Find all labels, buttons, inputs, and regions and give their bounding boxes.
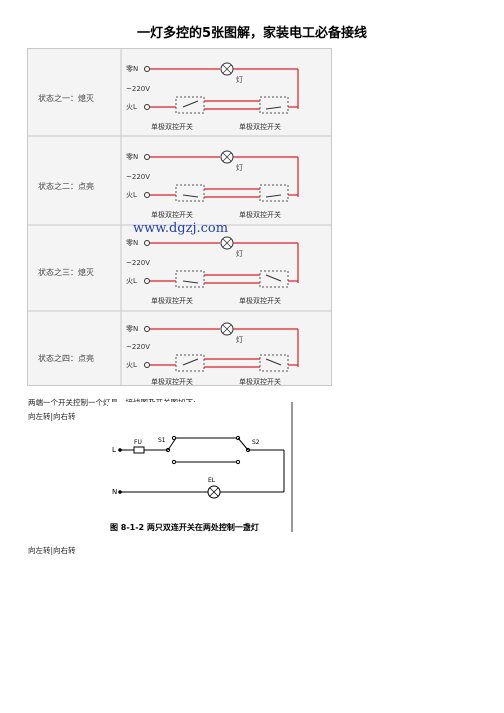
switch-1-icon xyxy=(175,96,205,114)
voltage-label: ~220V xyxy=(126,343,150,351)
label-EL: EL xyxy=(208,477,216,484)
state-row-1: 状态之一：熄灭 零N 灯 ~220V 火L 单极双控开关 单极双控开关 xyxy=(38,62,299,131)
label-S1: S1 xyxy=(158,437,166,444)
label-N: N xyxy=(112,488,117,496)
switch-label-1: 单极双控开关 xyxy=(151,210,193,219)
fuse-icon xyxy=(133,446,145,454)
lamp-label: 灯 xyxy=(236,249,243,258)
live-label: 火L xyxy=(126,103,137,111)
figure-caption: 图 8-1-2 两只双连开关在两处控制一盏灯 xyxy=(110,522,259,532)
neutral-label: 零N xyxy=(126,65,138,73)
switch-1-icon xyxy=(175,184,205,202)
two-way-switch-schematic: L FU S1 S2 N EL 图 8-1-2 两只双连开关在两处控制一盏灯 xyxy=(108,402,298,532)
switch-1-icon xyxy=(175,270,205,288)
page-title: 一灯多控的5张图解，家装电工必备接线 xyxy=(136,26,368,41)
watermark-text: www.dgzj.com xyxy=(133,221,228,236)
switch-2-icon xyxy=(259,184,289,202)
neutral-label: 零N xyxy=(126,325,138,333)
state-row-2: 状态之二：点亮 零N 灯 ~220V 火L 单极双控开关 单极双控开关 xyxy=(38,150,299,219)
neutral-label: 零N xyxy=(126,239,138,247)
switch-label-2: 单极双控开关 xyxy=(239,210,281,219)
caption-rotate-1: 向左转|向右转 xyxy=(28,412,76,421)
live-label: 火L xyxy=(126,361,137,369)
state-label: 状态之一：熄灭 xyxy=(38,93,94,103)
switch-2-icon xyxy=(259,354,289,372)
label-L: L xyxy=(112,446,116,454)
caption-rotate-2: 向左转|向右转 xyxy=(28,546,76,555)
voltage-label: ~220V xyxy=(126,173,150,181)
switch-label-1: 单极双控开关 xyxy=(151,122,193,131)
switch-label-2: 单极双控开关 xyxy=(239,122,281,131)
switch-2-icon xyxy=(259,96,289,114)
state-label: 状态之二：点亮 xyxy=(38,181,94,191)
label-FU: FU xyxy=(134,439,142,446)
switch-label-1: 单极双控开关 xyxy=(151,296,193,305)
state-label: 状态之四：点亮 xyxy=(38,353,94,363)
lamp-label: 灯 xyxy=(236,335,243,344)
lamp-label: 灯 xyxy=(236,75,243,84)
live-label: 火L xyxy=(126,191,137,199)
state-row-3: 状态之三：熄灭 零N 灯 ~220V 火L 单极双控开关 单极双控开关 xyxy=(38,236,299,305)
state-label: 状态之三：熄灭 xyxy=(38,267,94,277)
voltage-label: ~220V xyxy=(126,259,150,267)
switch-label-2: 单极双控开关 xyxy=(239,377,281,385)
switch-2-icon xyxy=(259,270,289,288)
switch-label-1: 单极双控开关 xyxy=(151,377,193,385)
state-row-4: 状态之四：点亮 零N 灯 ~220V 火L 单极双控开关 单极双控开关 xyxy=(38,322,299,385)
switch-1-icon xyxy=(175,354,205,372)
label-S2: S2 xyxy=(252,439,260,446)
neutral-label: 零N xyxy=(126,153,138,161)
two-way-switch-states-diagram: 状态之一：熄灭 零N 灯 ~220V 火L 单极双控开关 单极双控开关 xyxy=(27,48,332,386)
switch-label-2: 单极双控开关 xyxy=(239,296,281,305)
voltage-label: ~220V xyxy=(126,85,150,93)
live-label: 火L xyxy=(126,277,137,285)
lamp-label: 灯 xyxy=(236,163,243,172)
